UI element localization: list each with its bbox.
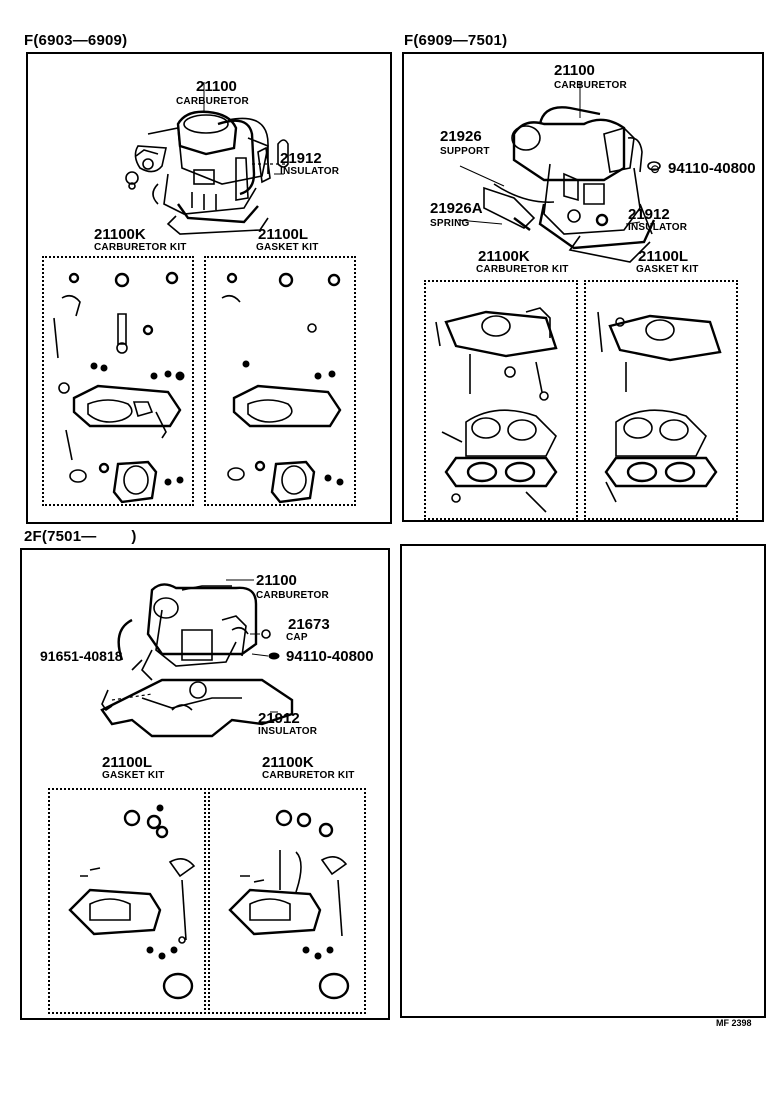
s1-kit-k-part-number: 21100K	[94, 226, 146, 243]
s1-kit-l-part-number: 21100L	[258, 226, 309, 243]
s1-gasket-kit-parts	[221, 272, 344, 504]
s1-insulator-part-number: 21912	[280, 150, 322, 167]
s1-kit-k-label: CARBURETOR KIT	[94, 242, 187, 253]
s2-spring-label: SPRING	[430, 218, 470, 229]
s2-carburetor-part-number: 21100	[554, 62, 595, 79]
panel-f-6903-6909: 21100 CARBURETOR 21912 INSULATOR 21100K …	[26, 52, 392, 524]
s1-kit-l-label: GASKET KIT	[256, 242, 319, 253]
figure-code: MF 2398	[716, 1018, 752, 1028]
s2-gasket-kit-box	[584, 280, 738, 520]
s2-insulator-part-number: 21912	[628, 206, 670, 223]
s2-bolt-part-number: 94110-40800	[668, 160, 756, 177]
s2-kit-l-label: GASKET KIT	[636, 264, 699, 275]
carburetor-drawing	[125, 82, 289, 235]
s2-spring-part-number: 21926A	[430, 200, 483, 217]
s2-insulator-label: INSULATOR	[628, 222, 688, 233]
s2-kit-l-part-number: 21100L	[638, 248, 689, 265]
s2-carburetor-kit-parts	[435, 307, 558, 513]
s1-carburetor-kit-box	[42, 256, 194, 506]
s3-stud-part-number: 91651-40818	[40, 648, 123, 664]
s2-carburetor-label: CARBURETOR	[554, 80, 627, 91]
panel-empty	[400, 544, 766, 1018]
section-header-2f-7501: 2F(7501— )	[24, 528, 137, 545]
s3-bolt-part-number: 94110-40800	[286, 648, 374, 665]
s2-support-part-number: 21926	[440, 128, 482, 145]
section-header-f-6909-7501: F(6909—7501)	[404, 32, 508, 49]
s2-gasket-kit-parts	[597, 311, 722, 503]
s3-carburetor-kit-box	[208, 788, 366, 1014]
s3-gasket-kit-parts	[68, 804, 196, 1000]
s3-cap-label: CAP	[286, 632, 308, 643]
panel-f-6909-7501: 21100 CARBURETOR 21926 SUPPORT ⊖ 94110-4…	[402, 52, 764, 522]
s2-kit-k-part-number: 21100K	[478, 248, 530, 265]
s2-carburetor-kit-box	[424, 280, 578, 520]
s3-carburetor-part-number: 21100	[256, 572, 297, 589]
carburetor-drawing-2	[457, 82, 661, 263]
s3-kit-l-label: GASKET KIT	[102, 770, 165, 781]
s3-carburetor-kit-parts	[228, 809, 350, 1000]
carburetor-drawing-3	[100, 579, 294, 738]
s1-carburetor-label: CARBURETOR	[176, 96, 249, 107]
section-header-f-6903-6909: F(6903—6909)	[24, 32, 128, 49]
s3-cap-part-number: 21673	[288, 616, 330, 633]
s3-carburetor-label: CARBURETOR	[256, 590, 329, 601]
s2-support-label: SUPPORT	[440, 146, 490, 157]
s3-kit-k-label: CARBURETOR KIT	[262, 770, 355, 781]
panel-2f-7501: 21100 CARBURETOR 21673 CAP 94110-40800 9…	[20, 548, 390, 1020]
s3-kit-k-part-number: 21100K	[262, 754, 314, 771]
s3-kit-l-part-number: 21100L	[102, 754, 153, 771]
s2-kit-k-label: CARBURETOR KIT	[476, 264, 569, 275]
s1-carburetor-kit-parts	[53, 271, 185, 504]
s3-insulator-part-number: 21912	[258, 710, 300, 727]
s1-gasket-kit-box	[204, 256, 356, 506]
s2-bolt-washer-icon: ⊖	[650, 162, 661, 176]
s1-carburetor-part-number: 21100	[196, 78, 237, 95]
s3-gasket-kit-box	[48, 788, 206, 1014]
s1-insulator-label: INSULATOR	[280, 166, 340, 177]
s3-insulator-label: INSULATOR	[258, 726, 318, 737]
